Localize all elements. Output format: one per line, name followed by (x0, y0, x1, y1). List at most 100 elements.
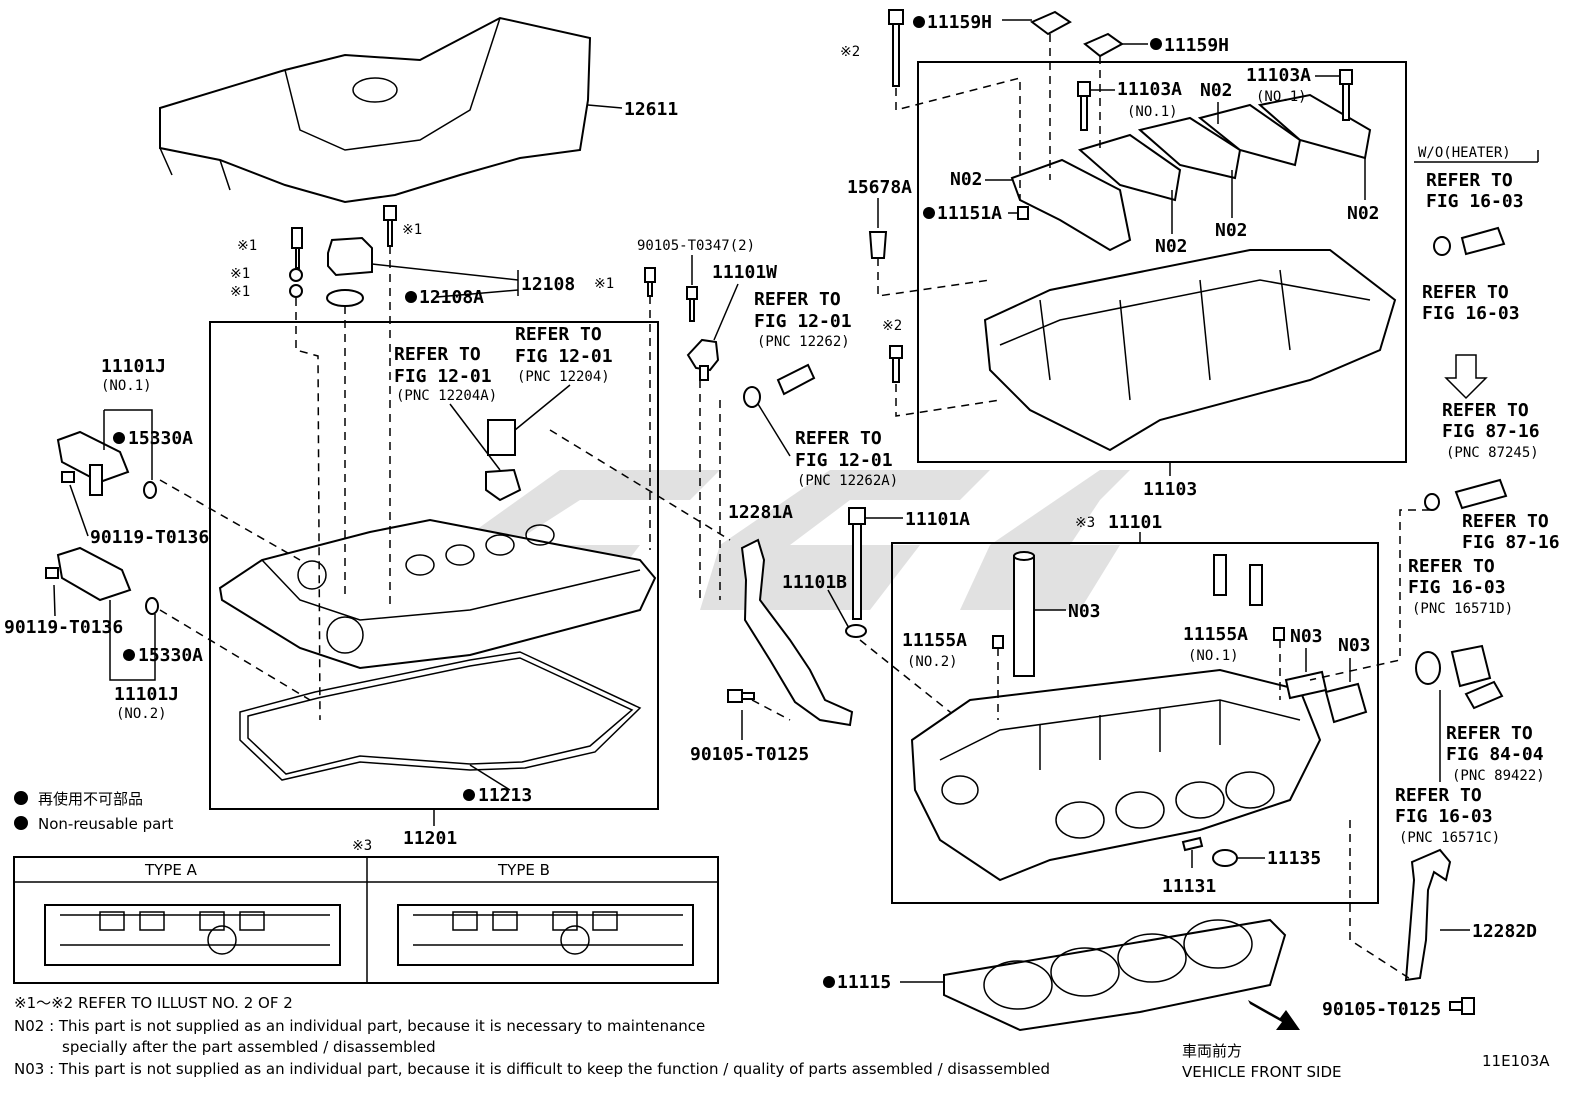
heater-hose-2 (1424, 478, 1508, 511)
ref4-line3: (PNC 12262A) (797, 473, 898, 489)
note-line1: ※1～※2 REFER TO ILLUST NO. 2 OF 2 (14, 994, 293, 1012)
guide-sleeve-n03 (1013, 551, 1035, 677)
plug-11159H-2 (1083, 32, 1124, 58)
label-11155A-2-sub: (NO.1) (1188, 648, 1239, 664)
heater-hose-1 (1433, 226, 1506, 256)
cam-cover-frame (209, 321, 659, 810)
label-n02-mid2: N02 (1215, 220, 1248, 241)
label-11155A-2: 11155A (1183, 624, 1248, 645)
ref3-line2: FIG 12-01 (754, 311, 852, 332)
note-line2b: specially after the part assembled / dis… (62, 1038, 436, 1056)
oil-control-valve-2 (45, 546, 159, 615)
label-90119-1: 90119-T0136 (90, 527, 209, 548)
figure-id: 11E103A (1482, 1052, 1550, 1070)
ref9-line3: (PNC 16571D) (1412, 601, 1513, 617)
label-90105-T0125-a: 90105-T0125 (690, 744, 809, 765)
label-15330A-2: 15330A (138, 645, 203, 666)
type-b-head-illustration (397, 904, 694, 966)
head-gasket (943, 918, 1287, 1032)
label-11101J-2-sub: (NO.2) (116, 706, 167, 722)
label-11131: 11131 (1162, 876, 1216, 897)
ref9-line2: FIG 16-03 (1408, 577, 1506, 598)
label-n03-2: N03 (1290, 626, 1323, 647)
note-line2a: N02 : This part is not supplied as an in… (14, 1017, 705, 1035)
ref7-line3: (PNC 87245) (1446, 445, 1539, 461)
label-90105-T0347: 90105-T0347(2) (637, 238, 755, 254)
pin-11155A-no2 (992, 635, 1004, 649)
temperature-sensor (1464, 680, 1504, 710)
ref11-line1: REFER TO (1395, 785, 1482, 806)
label-11155A-1-sub: (NO.2) (907, 654, 958, 670)
ref1-line3: (PNC 12204A) (396, 388, 497, 404)
front-direction-arrow (1248, 1000, 1300, 1030)
mark-1a: ※1 (237, 238, 257, 254)
ref8-line1: REFER TO (1462, 511, 1549, 532)
head-bolt-11101A (848, 507, 866, 620)
legend-jp: 再使用不可部品 (38, 790, 143, 808)
ref5-line1: REFER TO (1426, 170, 1513, 191)
label-n02-top: N02 (1200, 80, 1233, 101)
plug-11159H-1 (1030, 10, 1072, 36)
bolts-11103A (1077, 69, 1353, 131)
label-11115: 11115 (837, 972, 891, 993)
valve-guides (1213, 554, 1263, 606)
plug-15678A (868, 231, 888, 259)
ref3-line1: REFER TO (754, 289, 841, 310)
label-11135: 11135 (1267, 848, 1321, 869)
ref10-line1: REFER TO (1446, 723, 1533, 744)
ref7-line2: FIG 87-16 (1442, 421, 1540, 442)
ref2-line3: (PNC 12204) (517, 369, 610, 385)
ref10-line2: FIG 84-04 (1446, 744, 1544, 765)
ref6-line2: FIG 16-03 (1422, 303, 1520, 324)
cylinder-head (910, 668, 1322, 882)
ref9-line1: REFER TO (1408, 556, 1495, 577)
oil-control-valve-1 (56, 430, 157, 499)
label-11201: 11201 (403, 828, 457, 849)
down-arrow (1444, 354, 1488, 400)
mark-1e: ※1 (594, 276, 614, 292)
label-12108: 12108 (521, 274, 575, 295)
cylinder-head-frame (891, 542, 1379, 904)
label-11101: 11101 (1108, 512, 1162, 533)
type-mark: ※3 (352, 838, 372, 854)
engine-hanger-2 (1404, 848, 1452, 982)
label-n02-mid1: N02 (1155, 236, 1188, 257)
sleeve-n03-3 (1324, 682, 1368, 724)
sensor-bolt (686, 286, 698, 322)
ref4-line2: FIG 12-01 (795, 450, 893, 471)
label-11101B: 11101B (782, 572, 847, 593)
label-12281A: 12281A (728, 502, 793, 523)
cam-housing (983, 249, 1397, 452)
label-12282D: 12282D (1472, 921, 1537, 942)
mark-1d: ※1 (402, 222, 422, 238)
label-11155A-1: 11155A (902, 630, 967, 651)
label-15678A: 15678A (847, 177, 912, 198)
label-11101A: 11101A (905, 509, 970, 530)
label-11101J-1: 11101J (101, 356, 166, 377)
knock-pin-11151A (1017, 206, 1029, 220)
cam-cover-gasket (239, 651, 642, 781)
engine-hanger-1 (740, 538, 854, 727)
ref7-line1: REFER TO (1442, 400, 1529, 421)
label-11103A-2-sub: (NO.1) (1256, 89, 1307, 105)
ref11-line2: FIG 16-03 (1395, 806, 1493, 827)
mark-2a: ※2 (840, 44, 860, 60)
engine-cover (159, 16, 592, 204)
label-11213: 11213 (478, 785, 532, 806)
plug-11131 (1181, 836, 1204, 852)
direction-en: VEHICLE FRONT SIDE (1182, 1063, 1342, 1081)
bolt-90105-a (727, 689, 755, 703)
pin-11155A-no1 (1273, 627, 1285, 641)
label-n03-3: N03 (1338, 635, 1371, 656)
wo-heater-label: W/O(HEATER) (1418, 145, 1511, 161)
ref1-line1: REFER TO (394, 344, 481, 365)
label-11159H-2: 11159H (1164, 35, 1229, 56)
legend-en: Non-reusable part (38, 815, 173, 833)
label-11103: 11103 (1143, 479, 1197, 500)
label-11103A-2: 11103A (1246, 65, 1311, 86)
label-11151A: 11151A (937, 203, 1002, 224)
label-11101J-2: 11101J (114, 684, 179, 705)
label-11101-mark: ※3 (1075, 515, 1095, 531)
ref4-line1: REFER TO (795, 428, 882, 449)
